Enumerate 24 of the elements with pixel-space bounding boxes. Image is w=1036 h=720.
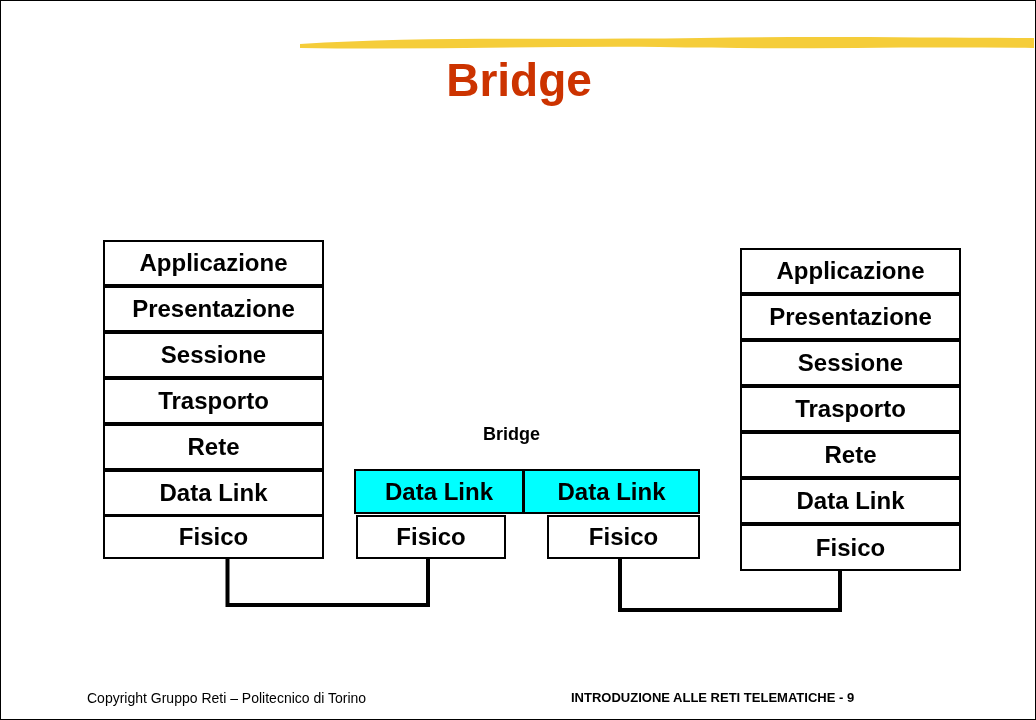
layer-box: Presentazione xyxy=(103,286,324,332)
layer-box: Applicazione xyxy=(103,240,324,286)
layer-box: Trasporto xyxy=(740,386,961,432)
slide-title: Bridge xyxy=(445,53,593,107)
slide-footer: INTRODUZIONE ALLE RETI TELEMATICHE - 9 xyxy=(571,690,855,705)
layer-box: Fisico xyxy=(103,515,324,559)
layer-box: Sessione xyxy=(103,332,324,378)
bridge-layer-box: Data Link xyxy=(354,469,524,514)
cable-line xyxy=(618,558,842,612)
copyright-footer: Copyright Gruppo Reti – Politecnico di Torino xyxy=(87,690,367,706)
layer-box: Fisico xyxy=(356,515,506,559)
layer-box: Rete xyxy=(103,424,324,470)
layer-box: Data Link xyxy=(103,470,324,516)
cable-line xyxy=(225,558,430,607)
bridge-layer-box: Data Link xyxy=(523,469,700,514)
layer-box: Presentazione xyxy=(740,294,961,340)
layer-box: Rete xyxy=(740,432,961,478)
bridge-label: Bridge xyxy=(483,424,540,445)
layer-box: Applicazione xyxy=(740,248,961,294)
layer-box: Sessione xyxy=(740,340,961,386)
layer-box: Fisico xyxy=(740,524,961,571)
layer-box: Fisico xyxy=(547,515,700,559)
layer-box: Data Link xyxy=(740,478,961,524)
layer-box: Trasporto xyxy=(103,378,324,424)
